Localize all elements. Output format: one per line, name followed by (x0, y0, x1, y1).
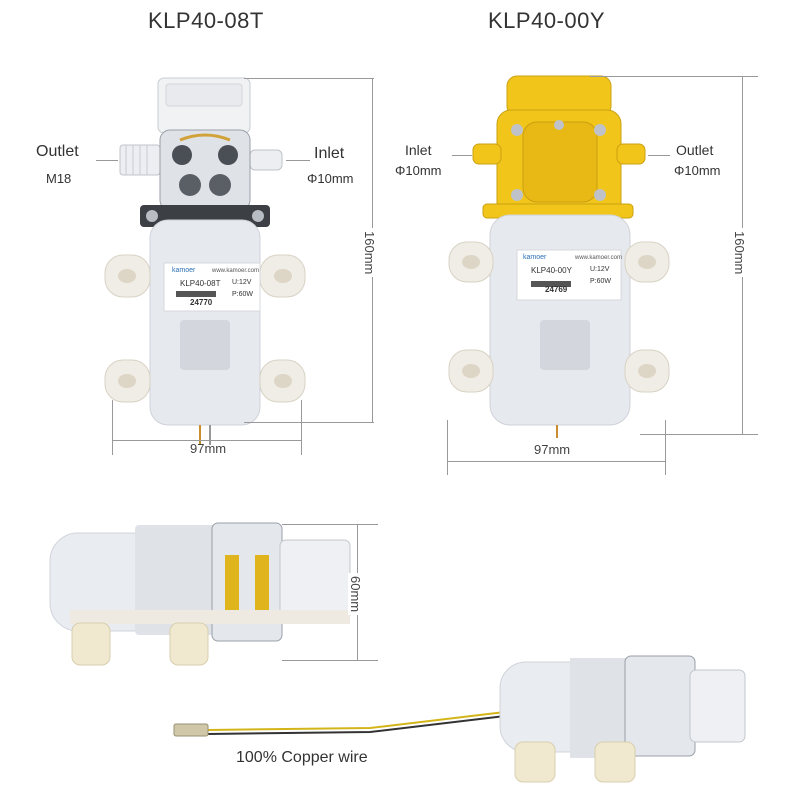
right-outlet-leader (648, 155, 670, 156)
right-inlet-size: Φ10mm (395, 163, 442, 178)
left-height-top-line (244, 78, 374, 79)
left-inlet-leader (286, 160, 310, 161)
side-view-pump-image (49, 522, 351, 666)
right-sticker-voltage: U:12V (590, 266, 610, 273)
left-inlet-size: Φ10mm (307, 171, 354, 186)
right-inlet-leader (452, 155, 472, 156)
copper-wire-caption: 100% Copper wire (236, 749, 368, 766)
left-sticker-brand: kamoer (172, 267, 196, 274)
right-width-dimension-line (447, 461, 665, 462)
right-sticker-serial: 24769 (545, 285, 568, 294)
left-inlet-label: Inlet (314, 145, 345, 162)
side-height-bottom-line (282, 660, 378, 661)
right-inlet-label: Inlet (405, 142, 432, 158)
left-sticker-power: P:60W (232, 291, 254, 298)
left-pump-image (104, 77, 306, 445)
left-width-dimension-line (112, 440, 302, 441)
left-width-tick-left (112, 400, 113, 455)
right-sticker-model: KLP40-00Y (531, 266, 572, 275)
right-sticker-brand: kamoer (523, 254, 547, 261)
side-height-top-line (282, 524, 378, 525)
left-sticker-serial: 24770 (190, 298, 213, 307)
right-height-label: 160mm (732, 228, 747, 278)
side-height-label: 60mm (348, 573, 363, 616)
left-sticker-voltage: U:12V (232, 279, 252, 286)
left-outlet-label: Outlet (36, 143, 79, 160)
right-outlet-size: Φ10mm (674, 163, 721, 178)
right-sticker-site: www.kamoer.com (575, 255, 623, 261)
right-width-tick-left (447, 420, 448, 475)
right-height-top-line (590, 76, 758, 77)
left-height-label: 160mm (362, 228, 377, 278)
right-sticker-power: P:60W (590, 278, 612, 285)
left-sticker-model: KLP40-08T (180, 279, 221, 288)
right-outlet-label: Outlet (676, 142, 714, 158)
right-width-tick-right (665, 420, 666, 475)
left-model-title: KLP40-08T (148, 8, 264, 33)
right-model-title: KLP40-00Y (488, 8, 606, 33)
left-outlet-leader (96, 160, 118, 161)
left-outlet-size: M18 (46, 171, 72, 186)
right-pump-image (448, 75, 670, 438)
left-width-label: 97mm (190, 441, 227, 456)
left-height-bottom-line (244, 422, 374, 423)
left-width-tick-right (301, 400, 302, 455)
left-sticker-site: www.kamoer.com (212, 268, 260, 274)
right-height-bottom-line (640, 434, 758, 435)
right-width-label: 97mm (534, 442, 571, 457)
wired-pump-image (173, 655, 746, 783)
